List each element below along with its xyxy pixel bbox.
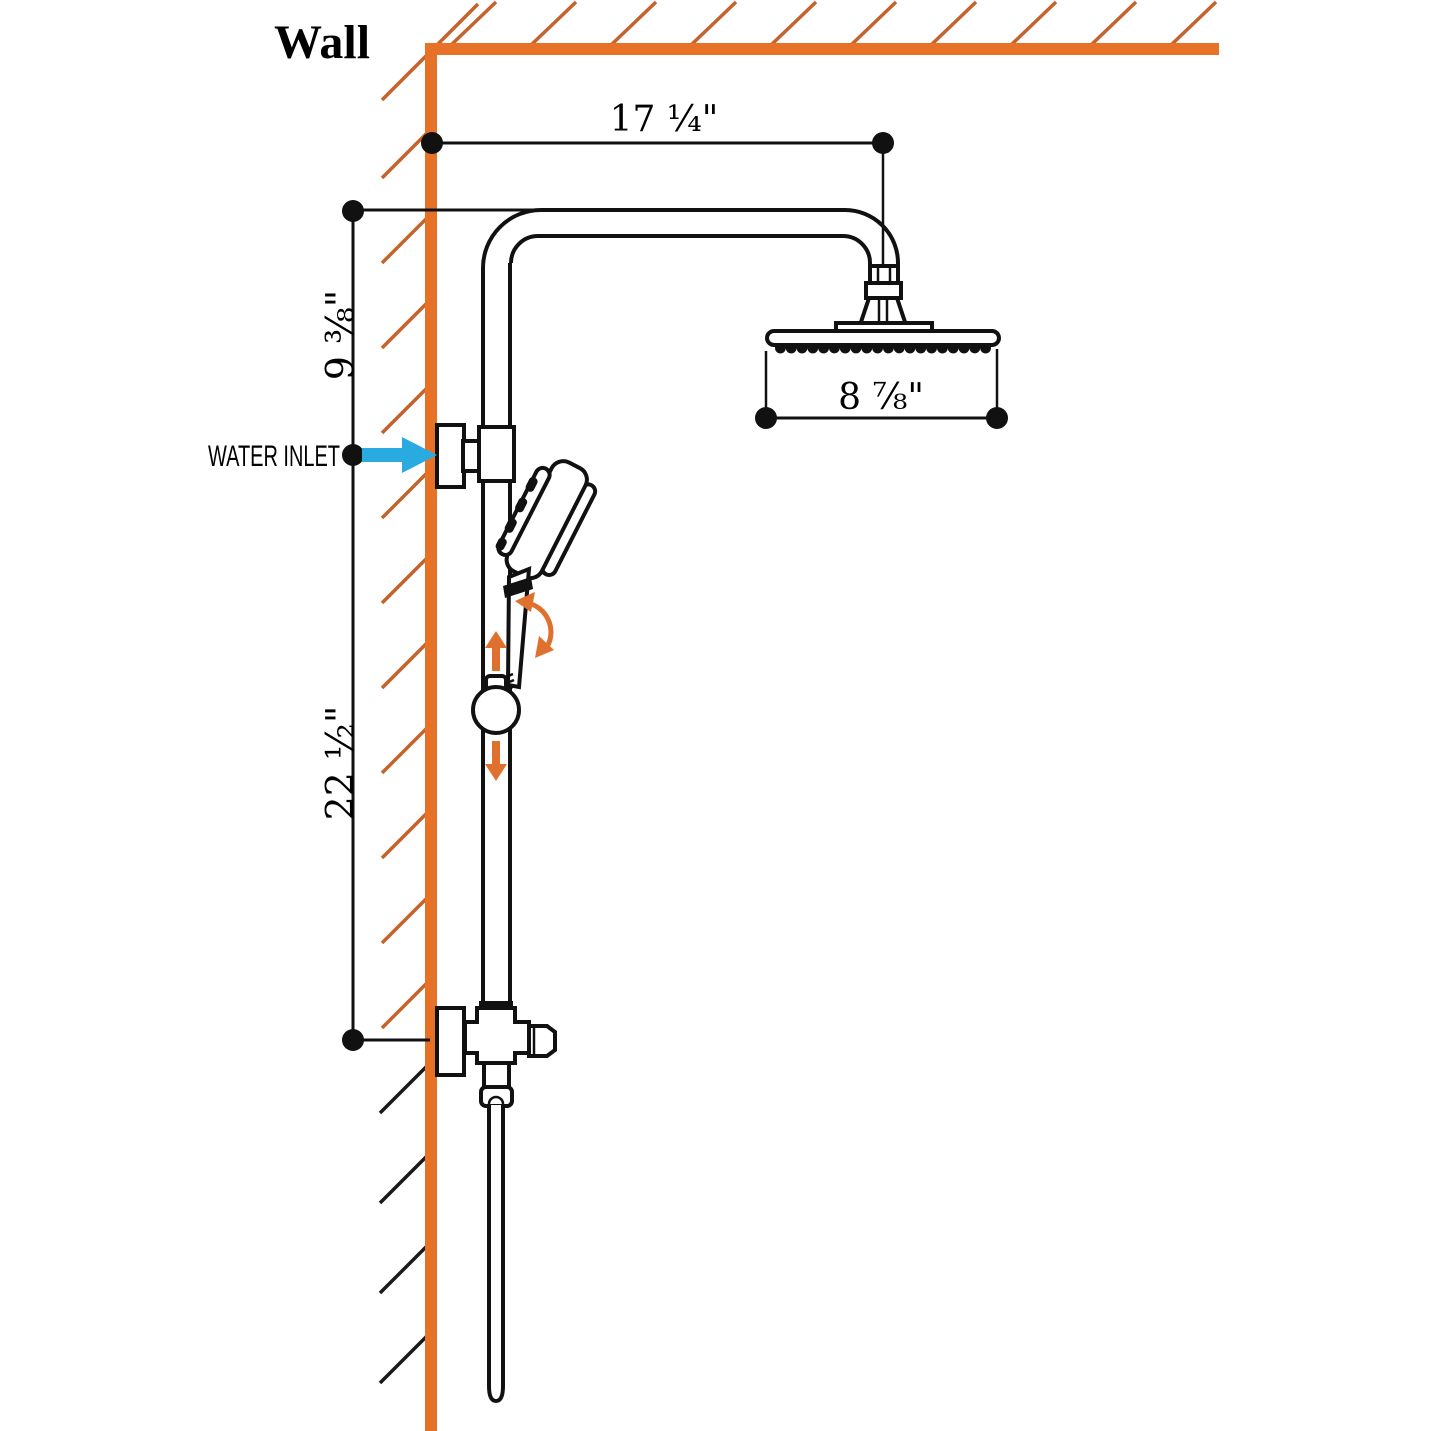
wall-hatching-top bbox=[380, 0, 1218, 102]
wall bbox=[425, 43, 1219, 1431]
hand-shower-nozzle-mark bbox=[515, 497, 528, 513]
arm-curve-outer bbox=[481, 208, 542, 269]
swivel-arc bbox=[527, 600, 554, 649]
slider-holder bbox=[471, 674, 521, 735]
hose-top-curve bbox=[487, 1095, 505, 1105]
water-inlet-arrow-shaft bbox=[362, 448, 404, 462]
diverter-knob bbox=[527, 1024, 557, 1058]
hand-shower-head bbox=[495, 459, 598, 581]
diverter-assembly bbox=[435, 1001, 557, 1404]
inlet-tee-body bbox=[477, 425, 516, 483]
slide-up-arrow bbox=[485, 631, 507, 648]
slide-down-arrow-shaft bbox=[492, 741, 500, 764]
dimension-top-horizontal: 17 ¼" bbox=[421, 99, 894, 266]
hand-shower bbox=[495, 459, 598, 691]
diverter-wall-plate bbox=[435, 1006, 466, 1077]
shower-hose bbox=[487, 1105, 505, 1404]
shower-head-disc bbox=[765, 329, 1001, 347]
motion-arrows bbox=[485, 592, 554, 781]
head-connector-collar bbox=[864, 281, 903, 300]
water-inlet-callout: WATER INLET bbox=[208, 437, 437, 473]
dim-lower-vertical: 22 ½" bbox=[318, 706, 362, 821]
swivel-arrow-head-bottom bbox=[535, 636, 554, 658]
dimension-head-width: 8 ⅞" bbox=[755, 349, 1008, 429]
wall-label: Wall bbox=[274, 16, 370, 69]
hose-outlet-neck bbox=[482, 1061, 511, 1089]
slide-down-arrow bbox=[485, 764, 507, 781]
hand-shower-nozzle-mark bbox=[525, 477, 538, 492]
water-inlet-assembly bbox=[435, 423, 516, 489]
dim-top-horizontal: 17 ¼" bbox=[610, 99, 719, 140]
arm-curve-inner bbox=[509, 234, 539, 264]
hand-shower-nozzle-mark bbox=[495, 537, 507, 551]
dimension-left-vertical: 9 ⅜" 22 ½" bbox=[318, 200, 430, 1051]
ball-joint-cone bbox=[857, 296, 909, 327]
water-inlet-arrow-head bbox=[402, 437, 437, 473]
water-inlet-label: WATER INLET bbox=[208, 440, 340, 473]
head-connector-nut bbox=[868, 264, 900, 285]
handle-grip-ring bbox=[503, 577, 533, 598]
wall-hatching-left bbox=[378, 128, 432, 1385]
diverter-cross-body bbox=[463, 1006, 531, 1065]
slider-knob bbox=[471, 685, 521, 735]
hand-shower-nozzle-mark bbox=[504, 518, 517, 533]
dim-head-width: 8 ⅞" bbox=[838, 377, 924, 418]
swivel-arrow-head-top bbox=[515, 592, 535, 612]
pipe-end-collar bbox=[479, 1001, 513, 1010]
elbow-outer bbox=[844, 208, 900, 268]
dim-upper-vertical: 9 ⅜" bbox=[318, 290, 362, 381]
rain-shower-head bbox=[765, 264, 1001, 354]
inlet-wall-plate bbox=[435, 423, 466, 489]
elbow-inner bbox=[842, 234, 872, 268]
slide-up-arrow-shaft bbox=[492, 648, 500, 671]
